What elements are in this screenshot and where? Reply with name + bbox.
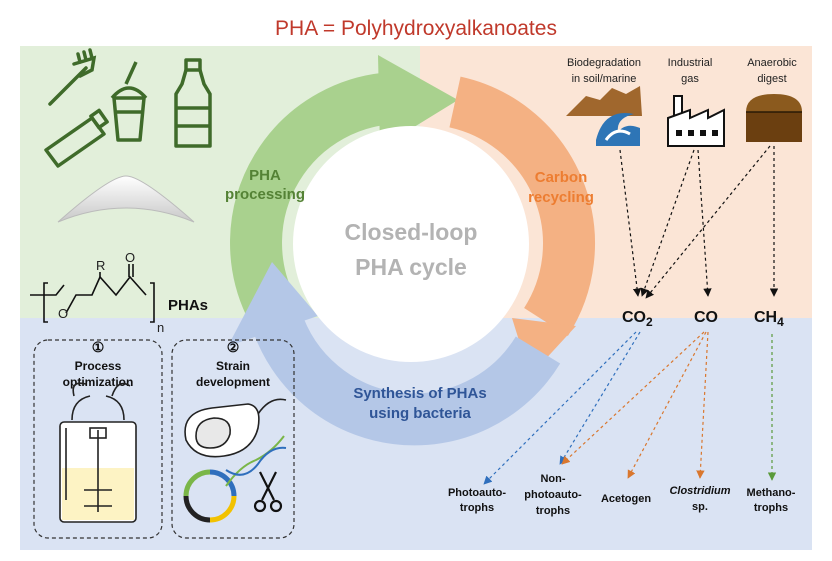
- strain-step-number: ②: [227, 339, 240, 355]
- phas-label: PHAs: [168, 297, 208, 314]
- polymer-chain-o: O: [58, 306, 68, 321]
- green-cycle-arrow: [230, 72, 397, 317]
- process-label-line2: optimization: [63, 375, 134, 389]
- polymer-carbonyl-o: O: [125, 250, 135, 265]
- ch4-label: CH4: [754, 309, 784, 329]
- bottle-icon: [174, 58, 212, 148]
- dna-icon: [225, 435, 287, 487]
- orange-cycle-arrow: [448, 76, 595, 337]
- svg-text:CH4: CH4: [754, 309, 784, 329]
- nonphotoautotrophs-line2: photoauto-: [524, 489, 582, 501]
- cycle-center: [293, 126, 529, 362]
- clostridium-line1: Clostridium: [669, 485, 730, 497]
- anaerobic-label-line1: Anaerobic: [747, 57, 797, 69]
- cycle-ring: [228, 55, 595, 446]
- clostridium-line2: sp.: [692, 501, 708, 513]
- strain-label-line2: development: [196, 375, 270, 389]
- nonphotoautotrophs-line1: Non-: [540, 473, 565, 485]
- pha-polymer-structure: [30, 264, 155, 323]
- bacterium-icon: [184, 398, 287, 458]
- biodegradation-label-line2: in soil/marine: [572, 73, 637, 85]
- gas-to-organism-arrows: [483, 331, 777, 485]
- cup-icon: [110, 61, 148, 142]
- nonphotoautotrophs-line3: trophs: [536, 505, 570, 517]
- scissors-icon: [253, 471, 283, 513]
- recycling-label-line1: Carbon: [535, 169, 588, 186]
- svg-text:CO2: CO2: [622, 309, 653, 329]
- toothpaste-icon: [44, 108, 109, 168]
- industrial-label-line1: Industrial: [668, 57, 713, 69]
- strain-label-line1: Strain: [216, 359, 250, 373]
- industrial-label-line2: gas: [681, 73, 699, 85]
- title: PHA = Polyhydroxyalkanoates: [275, 17, 557, 40]
- blue-cycle-arrow: [251, 309, 561, 446]
- co-label: CO: [694, 309, 718, 326]
- pellet-pile: [57, 175, 195, 223]
- recycling-label-line2: recycling: [528, 189, 594, 206]
- soil-marine-icon: [566, 86, 642, 146]
- methanotrophs-line1: Methano-: [747, 487, 796, 499]
- center-label-line1: Closed-loop: [345, 219, 478, 245]
- polymer-r-label: R: [96, 258, 105, 273]
- plasmid-icon: [183, 469, 237, 523]
- center-label-line2: PHA cycle: [355, 254, 467, 280]
- polymer-n: n: [157, 320, 164, 335]
- process-optimization-box: [33, 339, 163, 539]
- synthesis-label-line2: using bacteria: [369, 405, 471, 422]
- blue-arrowhead: [228, 262, 318, 346]
- green-arrowhead: [378, 55, 458, 148]
- co2-label: CO2: [622, 309, 653, 329]
- processing-label-line2: processing: [225, 186, 305, 203]
- processing-label-line1: PHA: [249, 167, 281, 184]
- factory-icon: [667, 95, 725, 147]
- bioreactor-icon: [59, 382, 137, 523]
- photoautotrophs-line2: trophs: [460, 502, 494, 514]
- synthesis-label-line1: Synthesis of PHAs: [353, 385, 486, 402]
- source-to-gas-arrows: [619, 145, 779, 299]
- anaerobic-label-line2: digest: [757, 73, 786, 85]
- process-label-line1: Process: [75, 359, 122, 373]
- biodegradation-label-line1: Biodegradation: [567, 57, 641, 69]
- anaerobic-digester-icon: [746, 94, 802, 142]
- photoautotrophs-line1: Photoauto-: [448, 487, 506, 499]
- process-step-number: ①: [92, 339, 105, 355]
- methanotrophs-line2: trophs: [754, 502, 788, 514]
- toothbrush-icon: [48, 48, 97, 106]
- acetogen-label: Acetogen: [601, 493, 651, 505]
